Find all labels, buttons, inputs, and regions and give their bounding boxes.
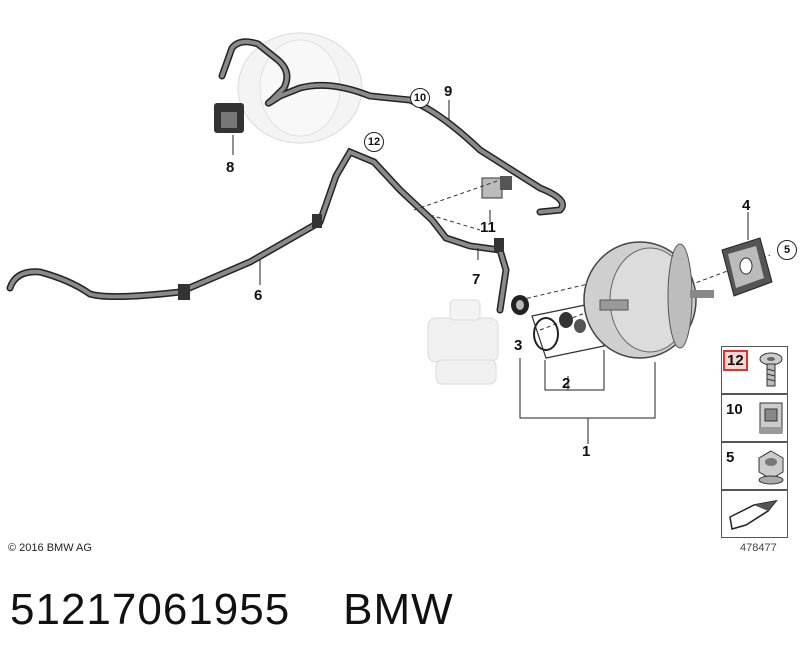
callout-9: 9 <box>444 83 453 100</box>
callout-2: 2 <box>562 375 571 392</box>
repair-kit-2 <box>531 303 605 359</box>
callout-1: 1 <box>582 443 591 460</box>
legend-cell-10: 10 <box>721 394 788 442</box>
diagram-id: 478477 <box>740 542 777 554</box>
callout-8: 8 <box>226 159 235 176</box>
clip-nut-icon <box>759 402 783 434</box>
legend-number-10: 10 <box>726 401 743 418</box>
gasket-4 <box>721 237 773 297</box>
callout-6: 6 <box>254 287 263 304</box>
brake-booster-1 <box>583 241 714 359</box>
callout-12-circled: 12 <box>364 132 384 152</box>
callout-4: 4 <box>742 197 751 214</box>
bracket-11 <box>481 176 512 199</box>
leader-lines <box>232 100 749 444</box>
parts-diagram <box>6 32 773 444</box>
legend-number-12: 12 <box>723 350 748 371</box>
legend-cell-5: 5 <box>721 442 788 490</box>
seal-3 <box>511 295 529 315</box>
part-caption: 51217061955 BMW <box>10 585 454 635</box>
callout-7: 7 <box>472 271 481 288</box>
hose-clamp <box>312 214 322 228</box>
hose-clamp <box>178 284 190 300</box>
copyright-text: © 2016 BMW AG <box>8 542 92 554</box>
master-cylinder-faded <box>427 299 499 385</box>
hose-clamp <box>494 238 504 252</box>
callout-10-circled: 10 <box>410 88 430 108</box>
callout-5-circled: 5 <box>777 240 797 260</box>
direction-arrow-icon <box>729 499 778 530</box>
callout-3: 3 <box>514 337 523 354</box>
screw-icon <box>759 352 783 387</box>
legend-number-5: 5 <box>726 449 735 466</box>
hex-nut-icon <box>758 450 784 485</box>
callout-11: 11 <box>480 219 496 236</box>
rubber-mount-8 <box>214 103 244 133</box>
legend-cell-12: 12 <box>721 346 788 394</box>
legend-cell-arrow <box>721 490 788 538</box>
part-number: 51217061955 <box>10 585 291 634</box>
brand-name: BMW <box>343 585 454 634</box>
